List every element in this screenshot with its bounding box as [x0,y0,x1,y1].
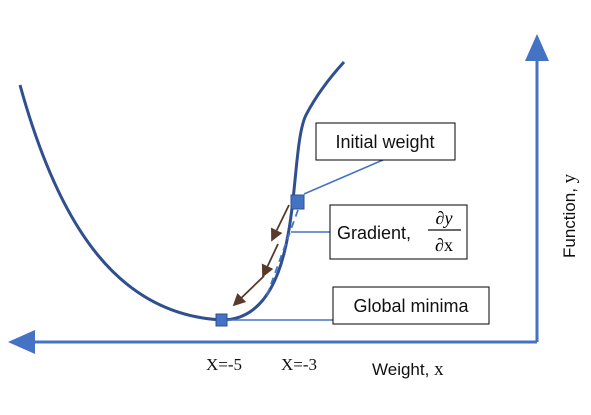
tick-label-x-minus-5: X=-5 [206,355,242,374]
descent-step-arrow-3 [232,275,265,307]
y-axis-label-var: y [559,173,580,183]
x-axis-label-text: Weight, [372,360,434,379]
y-axis-label-text: Function, [560,183,579,258]
descent-step-arrow-1 [271,204,290,242]
y-axis-label: Function, y [559,173,580,258]
gradient-tangent-line [265,209,299,299]
global-minima-marker [215,313,228,327]
gradient-denominator: ∂x [435,235,453,255]
gradient-callout-box [329,204,468,260]
initial-weight-marker [290,194,305,210]
initial-weight-label: Initial weight [335,132,434,152]
descent-step-arrow-2 [261,243,279,278]
loss-curve [18,60,346,322]
tick-label-x-minus-3: X=-3 [281,355,317,374]
global-minima-label: Global minima [353,296,469,316]
initial-weight-callout-box [315,122,456,161]
initial-weight-leader [303,159,384,195]
gradient-label: Gradient, [337,223,411,243]
x-axis-label-var: x [434,359,444,380]
gradient-numerator: ∂y [436,208,453,228]
x-axis-label: Weight, x [372,359,444,380]
global-minima-callout-box [332,286,490,325]
